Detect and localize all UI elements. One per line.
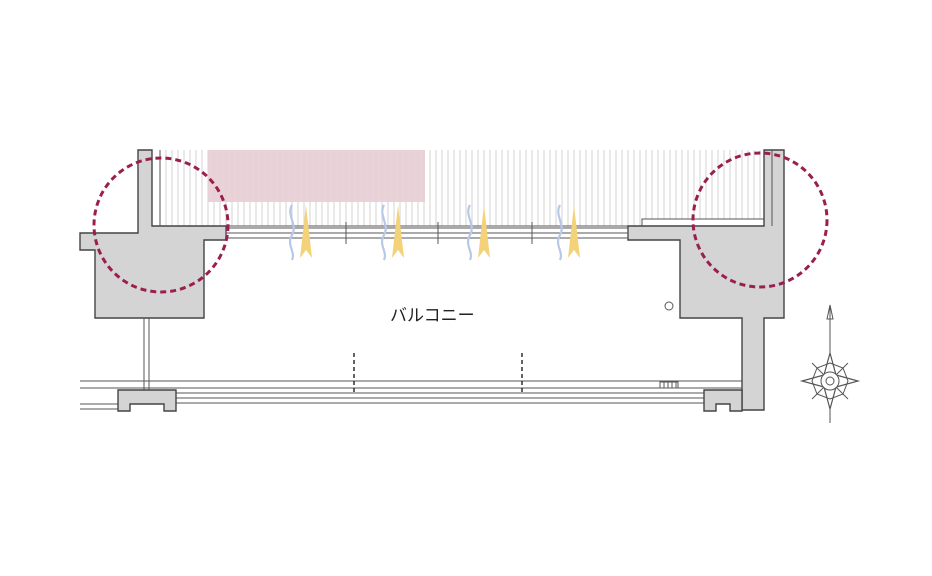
down-pipe (143, 318, 150, 390)
rail-post-right (703, 389, 743, 412)
highlight-circle-right (691, 151, 829, 289)
air-flow-icon (288, 204, 295, 261)
right-wall (627, 149, 785, 411)
balcony-label: バルコニー (390, 306, 475, 326)
heat-effects (288, 204, 580, 261)
air-flow-icon (556, 204, 563, 261)
highlight-circle-left (92, 156, 230, 294)
heat-flame-icon (568, 205, 580, 258)
vent-icon (659, 381, 679, 389)
heat-flame-icon (392, 205, 404, 258)
air-flow-icon (380, 204, 387, 261)
compass-rose-icon (799, 304, 861, 423)
upper-room-outline (160, 218, 764, 227)
shaded-zone (208, 150, 425, 202)
heat-flame-icon (300, 205, 312, 258)
balcony-handrail (80, 380, 742, 410)
drain-icon (664, 301, 674, 311)
rail-post-left (117, 389, 177, 412)
air-flow-icon (466, 204, 473, 261)
heat-flame-icon (478, 205, 490, 258)
